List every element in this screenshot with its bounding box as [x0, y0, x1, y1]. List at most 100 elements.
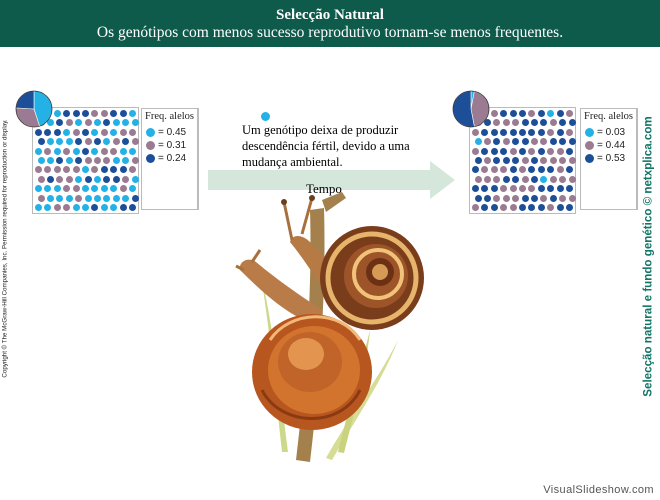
dark-blue-allele-icon [585, 154, 594, 163]
allele-dot [122, 119, 129, 126]
pie-chart-before [14, 89, 54, 129]
allele-dot [44, 129, 51, 136]
allele-dot [56, 195, 63, 202]
allele-dot [122, 138, 129, 145]
allele-dot [500, 110, 507, 117]
slide-title: Selecção Natural [0, 6, 660, 24]
allele-dot [75, 157, 82, 164]
allele-dot [557, 166, 564, 173]
mauve-allele-icon [146, 141, 155, 150]
allele-dot [94, 138, 101, 145]
allele-dot [503, 138, 510, 145]
allele-dot [522, 119, 529, 126]
allele-dot [500, 204, 507, 211]
freq-value: = 0.53 [597, 153, 625, 164]
allele-dot [557, 148, 564, 155]
allele-dot [94, 119, 101, 126]
allele-dot [550, 176, 557, 183]
allele-dot [122, 157, 129, 164]
allele-dot [82, 166, 89, 173]
freq-row-before-light: = 0.45 [142, 126, 197, 139]
allele-dot [110, 129, 117, 136]
pie-slice [471, 91, 489, 126]
allele-dot [472, 129, 479, 136]
allele-dot [557, 204, 564, 211]
allele-dot [510, 166, 517, 173]
allele-dot [491, 110, 498, 117]
allele-dot [538, 166, 545, 173]
allele-dot [47, 157, 54, 164]
allele-dot [110, 204, 117, 211]
allele-dot [132, 138, 139, 145]
allele-dot [91, 185, 98, 192]
copyright-notice: Copyright © The McGraw-Hill Companies, I… [0, 95, 10, 415]
allele-dot [510, 148, 517, 155]
eliminated-allele-icon [261, 112, 270, 121]
allele-dot [66, 176, 73, 183]
side-credit: Selecção natural e fundo genético © netx… [638, 100, 660, 420]
allele-dot [491, 185, 498, 192]
allele-dot [73, 110, 80, 117]
allele-dot [528, 110, 535, 117]
allele-dot [129, 185, 136, 192]
allele-dot [120, 204, 127, 211]
allele-dot [35, 204, 42, 211]
allele-dot [91, 204, 98, 211]
allele-dot [120, 110, 127, 117]
allele-dot [101, 148, 108, 155]
allele-dot [538, 148, 545, 155]
allele-dot [56, 138, 63, 145]
allele-dot [519, 129, 526, 136]
allele-dot [547, 148, 554, 155]
allele-dot [113, 157, 120, 164]
allele-dot [559, 119, 566, 126]
allele-dot [519, 204, 526, 211]
freq-row-before-mauve: = 0.31 [142, 139, 197, 152]
allele-dot [47, 138, 54, 145]
allele-dot [547, 185, 554, 192]
allele-dot [500, 148, 507, 155]
allele-dot [528, 185, 535, 192]
allele-dot [132, 157, 139, 164]
snail-illustration [230, 190, 430, 465]
allele-dot [103, 138, 110, 145]
freq-table-after: Freq. alelos = 0.03 = 0.44 = 0.53 [580, 108, 638, 210]
allele-dot [120, 148, 127, 155]
allele-dot [472, 185, 479, 192]
allele-dot [491, 166, 498, 173]
allele-dot [547, 204, 554, 211]
allele-dot [54, 148, 61, 155]
allele-dot [94, 176, 101, 183]
allele-dot [519, 166, 526, 173]
allele-dot [35, 166, 42, 173]
allele-dot [113, 119, 120, 126]
allele-dot [54, 185, 61, 192]
allele-dot [91, 166, 98, 173]
allele-dot [493, 195, 500, 202]
allele-dot [63, 129, 70, 136]
allele-dot [103, 176, 110, 183]
allele-dot [519, 148, 526, 155]
freq-title-before: Freq. alelos [142, 109, 197, 126]
allele-dot [481, 148, 488, 155]
dark-blue-allele-icon [146, 154, 155, 163]
allele-dot [522, 176, 529, 183]
allele-dot [566, 148, 573, 155]
allele-dot [85, 119, 92, 126]
allele-dot [503, 157, 510, 164]
allele-dot [54, 110, 61, 117]
allele-dot [47, 176, 54, 183]
allele-dot [47, 195, 54, 202]
allele-dot [540, 195, 547, 202]
freq-title-after: Freq. alelos [581, 109, 636, 126]
allele-dot [129, 110, 136, 117]
allele-dot [120, 185, 127, 192]
allele-dot [559, 195, 566, 202]
allele-dot [557, 129, 564, 136]
allele-dot [73, 166, 80, 173]
allele-dot [510, 185, 517, 192]
allele-dot [493, 176, 500, 183]
allele-dot [528, 204, 535, 211]
allele-dot [500, 185, 507, 192]
allele-dot [512, 119, 519, 126]
